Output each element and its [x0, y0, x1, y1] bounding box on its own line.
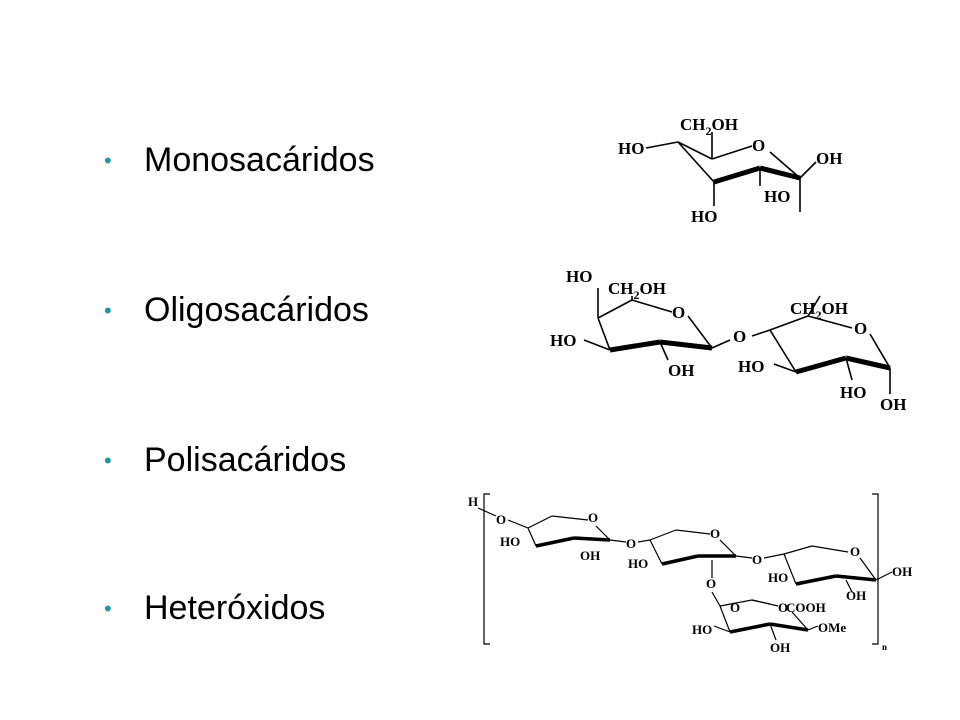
hydroxyl-label: OH [770, 640, 790, 655]
terminal-h-label: H [468, 494, 478, 509]
bullet-label: Oligosacáridos [144, 291, 369, 329]
ring-oxygen-label: O [850, 544, 860, 559]
hydroxyl-label: HO [692, 622, 712, 637]
ring-oxygen-label: O [672, 303, 685, 322]
bullet-item-monosacaridos: • Monosacáridos [104, 141, 375, 180]
hydroxyl-label: HO [550, 331, 576, 350]
ch2oh-label: CH2OH [608, 279, 666, 302]
hydroxyl-label: HO [691, 207, 717, 226]
bullet-item-heteroxidos: • Heteróxidos [104, 589, 325, 628]
polysaccharide-structure: H n O O HO OH O O HO O [468, 493, 912, 655]
hydroxyl-label: HO [764, 187, 790, 206]
hydroxyl-label: OH [580, 548, 600, 563]
ring-oxygen-label: O [854, 319, 867, 338]
hydroxyl-label: OH [668, 361, 694, 380]
bullet-item-polisacaridos: • Polisacáridos [104, 441, 346, 480]
hydroxyl-label: OH [880, 395, 906, 414]
oligosaccharide-structure: HO CH2OH O HO OH O CH2OH O HO HO OH [550, 267, 906, 414]
ch2oh-label: CH2OH [680, 115, 738, 138]
hydroxyl-label: HO [738, 357, 764, 376]
hydroxyl-label: HO [840, 383, 866, 402]
hydroxyl-label: OH [892, 564, 912, 579]
cooh-label: COOH [786, 600, 826, 615]
bullet-item-oligosacaridos: • Oligosacáridos [104, 291, 369, 330]
ch2oh-label: CH2OH [790, 299, 848, 322]
monosaccharide-structure: CH2OH O HO OH HO HO [618, 115, 842, 226]
bullet-icon: • [104, 447, 112, 473]
ring-oxygen-label: O [730, 600, 740, 615]
bullet-label: Heteróxidos [144, 589, 326, 627]
hydroxyl-label: HO [768, 570, 788, 585]
bullet-icon: • [104, 297, 112, 323]
bullet-icon: • [104, 147, 112, 173]
glycosidic-oxygen-label: O [733, 327, 746, 346]
bullet-label: Monosacáridos [144, 141, 375, 179]
glycosidic-oxygen-label: O [752, 552, 762, 567]
glycosidic-oxygen-label: O [626, 536, 636, 551]
hydroxyl-label: HO [618, 139, 644, 158]
hydroxyl-label: OH [846, 588, 866, 603]
hydroxyl-label: HO [500, 534, 520, 549]
hydroxyl-label: HO [628, 556, 648, 571]
hydroxyl-label: HO [566, 267, 592, 286]
ring-oxygen-label: O [710, 526, 720, 541]
bullet-label: Polisacáridos [144, 441, 347, 479]
bullet-icon: • [104, 595, 112, 621]
repeat-n-label: n [882, 642, 887, 652]
hydroxyl-label: OH [816, 149, 842, 168]
ring-oxygen-label: O [778, 600, 788, 615]
ome-label: OMe [818, 620, 846, 635]
ring-oxygen-label: O [588, 510, 598, 525]
ring-oxygen-label: O [752, 136, 765, 155]
ring-oxygen-label: O [496, 512, 506, 527]
glycosidic-oxygen-label: O [706, 576, 716, 591]
